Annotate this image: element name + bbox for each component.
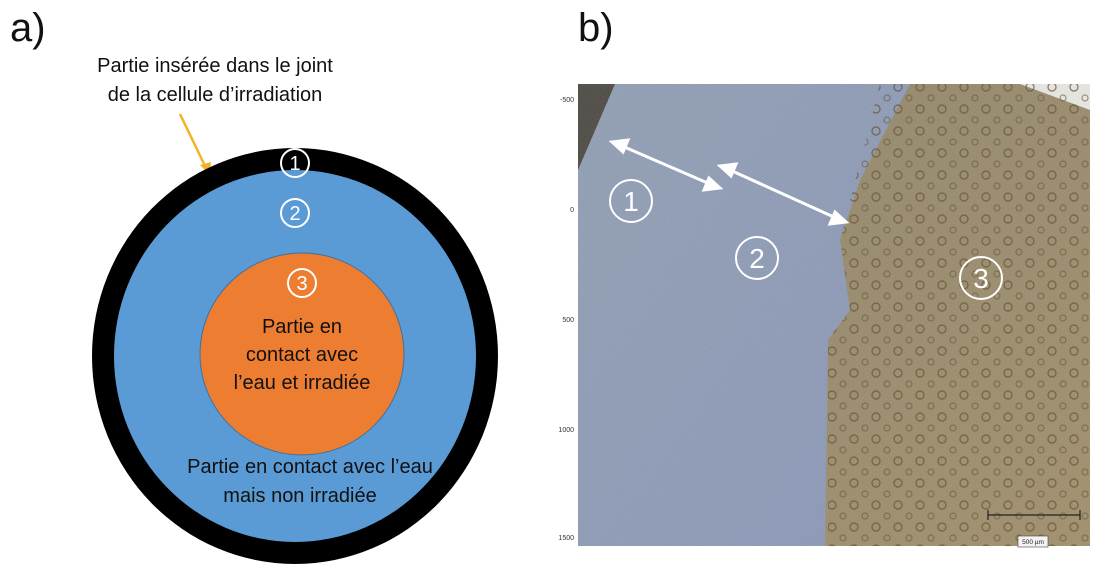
micro-zone-number-2: 2 xyxy=(735,236,779,280)
svg-text:Partie en contact avec l’eau: Partie en contact avec l’eau xyxy=(187,456,433,478)
svg-text:2: 2 xyxy=(749,243,765,274)
svg-text:500: 500 xyxy=(562,317,574,324)
svg-text:1500: 1500 xyxy=(558,535,574,542)
callout-line-1: Partie insérée dans le joint xyxy=(97,55,333,77)
svg-text:1: 1 xyxy=(289,153,300,175)
svg-text:3: 3 xyxy=(296,273,307,295)
micrograph-image: -500 0 500 1000 1500 1 2 3 500 µm xyxy=(540,80,1092,567)
svg-text:1000: 1000 xyxy=(558,427,574,434)
scale-bar: 500 µm xyxy=(987,510,1081,548)
svg-text:mais non irradiée: mais non irradiée xyxy=(223,485,376,507)
svg-text:l’eau et irradiée: l’eau et irradiée xyxy=(234,372,371,394)
svg-text:1: 1 xyxy=(623,186,639,217)
inner-disk-zone-3 xyxy=(199,252,405,456)
middle-zone-text: Partie en contact avec l’eau mais non ir… xyxy=(187,456,433,507)
micro-zone-number-1: 1 xyxy=(609,179,653,223)
svg-text:Partie en: Partie en xyxy=(262,316,342,338)
svg-text:0: 0 xyxy=(570,207,574,214)
zone-number-2: 2 xyxy=(280,198,310,228)
micrograph-y-axis: -500 0 500 1000 1500 xyxy=(558,97,574,542)
arrow-zone-2 xyxy=(716,162,850,226)
panel-b-label: b) xyxy=(578,6,614,50)
panel-a-label: a) xyxy=(10,6,46,50)
svg-text:500 µm: 500 µm xyxy=(1022,539,1044,546)
concentric-sample-diagram: 1 2 3 Partie en contact avec l’eau et ir… xyxy=(92,113,498,564)
svg-text:3: 3 xyxy=(973,263,989,294)
callout-label: Partie insérée dans le joint de la cellu… xyxy=(60,52,370,110)
micro-zone-number-3: 3 xyxy=(959,256,1003,300)
zone-number-1: 1 xyxy=(280,148,310,178)
callout-arrow xyxy=(178,113,211,175)
zone-number-3: 3 xyxy=(287,268,317,298)
inner-zone-text: Partie en contact avec l’eau et irradiée xyxy=(234,316,371,394)
svg-text:contact avec: contact avec xyxy=(246,344,358,366)
svg-text:2: 2 xyxy=(289,203,300,225)
svg-text:-500: -500 xyxy=(560,97,574,104)
callout-line-2: de la cellule d’irradiation xyxy=(107,84,323,106)
arrow-zone-1 xyxy=(608,138,724,192)
